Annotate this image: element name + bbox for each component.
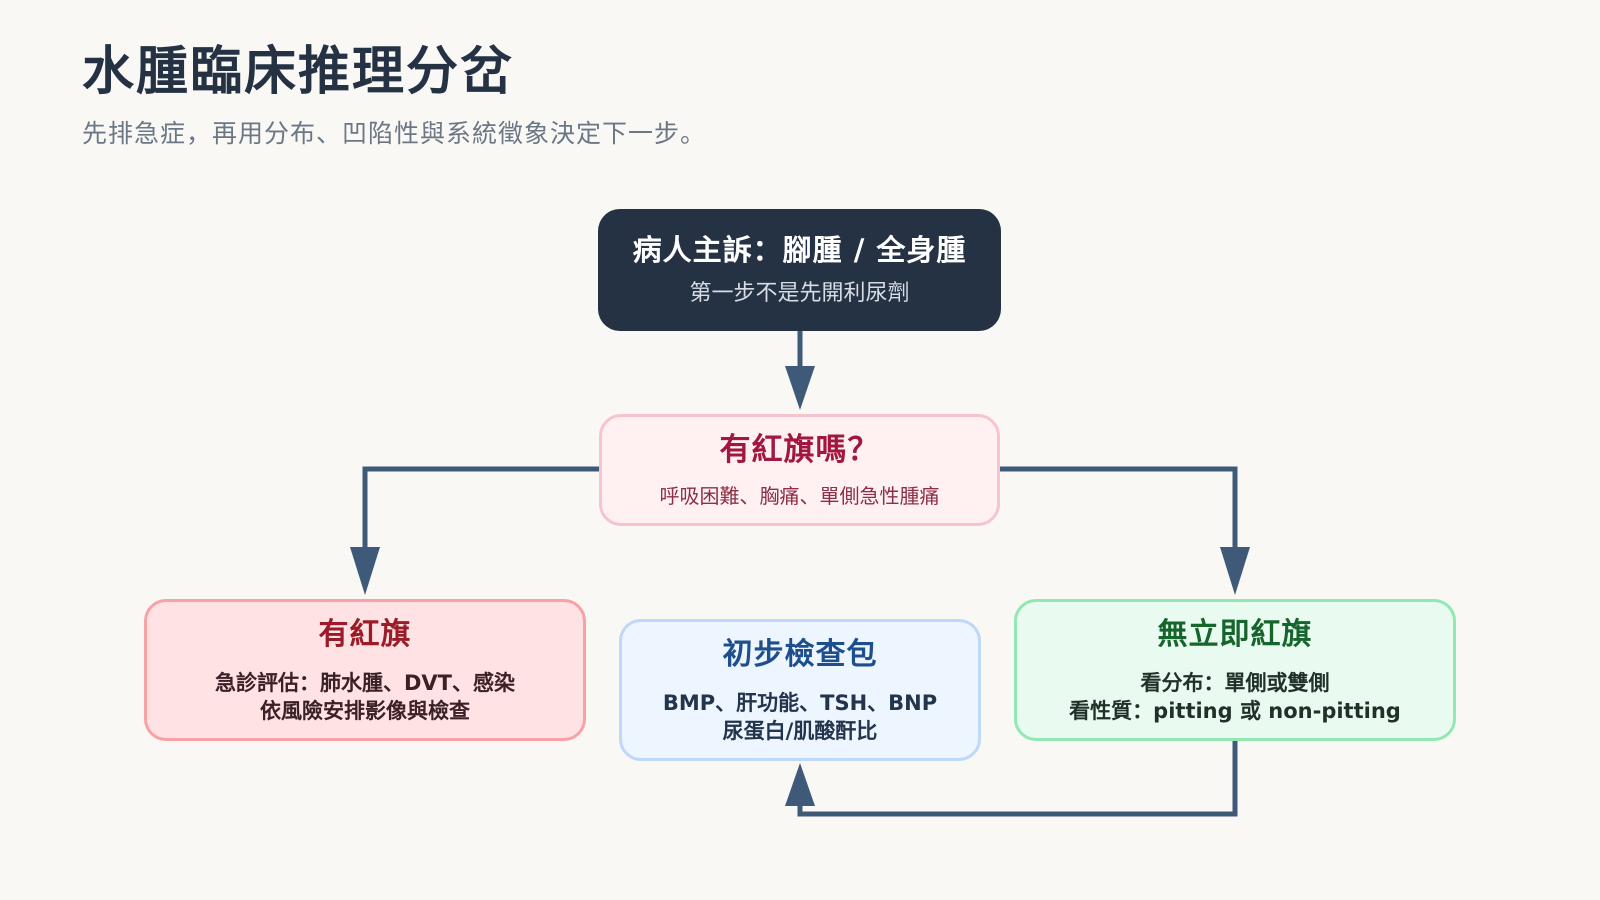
no-immediate-red-flag-title: 無立即紅旗 bbox=[1157, 617, 1313, 652]
arrowhead-start-to-question bbox=[785, 366, 815, 410]
page-title: 水腫臨床推理分岔 bbox=[82, 42, 515, 102]
start-node-title: 病人主訴：腳腫 / 全身腫 bbox=[632, 233, 967, 267]
initial-workup-detail-line: BMP、肝功能、TSH、BNP bbox=[662, 691, 938, 715]
arrowhead-no-red-flag-to-workup bbox=[785, 763, 815, 806]
red-flag-question-title: 有紅旗嗎？ bbox=[719, 432, 880, 468]
connector-question-to-red-flag bbox=[362, 466, 599, 552]
red-flag-node-detail-line: 急診評估：肺水腫、DVT、感染 bbox=[214, 671, 515, 695]
initial-workup-title: 初步檢查包 bbox=[722, 637, 878, 672]
red-flag-node: 有紅旗 急診評估：肺水腫、DVT、感染 依風險安排影像與檢查 bbox=[144, 599, 586, 741]
no-immediate-red-flag-detail-line: 看性質：pitting 或 non-pitting bbox=[1069, 699, 1401, 723]
initial-workup-node: 初步檢查包 BMP、肝功能、TSH、BNP 尿蛋白/肌酸酐比 bbox=[619, 619, 981, 761]
no-immediate-red-flag-node: 無立即紅旗 看分布：單側或雙側 看性質：pitting 或 non-pittin… bbox=[1014, 599, 1456, 741]
arrowhead-question-to-red-flag bbox=[350, 547, 380, 595]
red-flag-node-title: 有紅旗 bbox=[318, 617, 412, 652]
arrowhead-question-to-no-red-flag bbox=[1220, 547, 1250, 595]
connector-question-to-no-red-flag bbox=[999, 466, 1238, 552]
red-flag-node-detail-line: 依風險安排影像與檢查 bbox=[260, 699, 470, 723]
connector-no-red-flag-to-workup bbox=[797, 741, 1238, 817]
no-immediate-red-flag-detail-line: 看分布：單側或雙側 bbox=[1140, 671, 1330, 695]
page-subtitle: 先排急症，再用分布、凹陷性與系統徵象決定下一步。 bbox=[82, 119, 707, 148]
red-flag-question-detail: 呼吸困難、胸痛、單側急性腫痛 bbox=[659, 484, 940, 508]
start-node: 病人主訴：腳腫 / 全身腫 第一步不是先開利尿劑 bbox=[598, 209, 1001, 331]
start-node-detail: 第一步不是先開利尿劑 bbox=[689, 281, 910, 306]
red-flag-question-node: 有紅旗嗎？ 呼吸困難、胸痛、單側急性腫痛 bbox=[599, 414, 1000, 526]
initial-workup-detail-line: 尿蛋白/肌酸酐比 bbox=[722, 719, 878, 743]
